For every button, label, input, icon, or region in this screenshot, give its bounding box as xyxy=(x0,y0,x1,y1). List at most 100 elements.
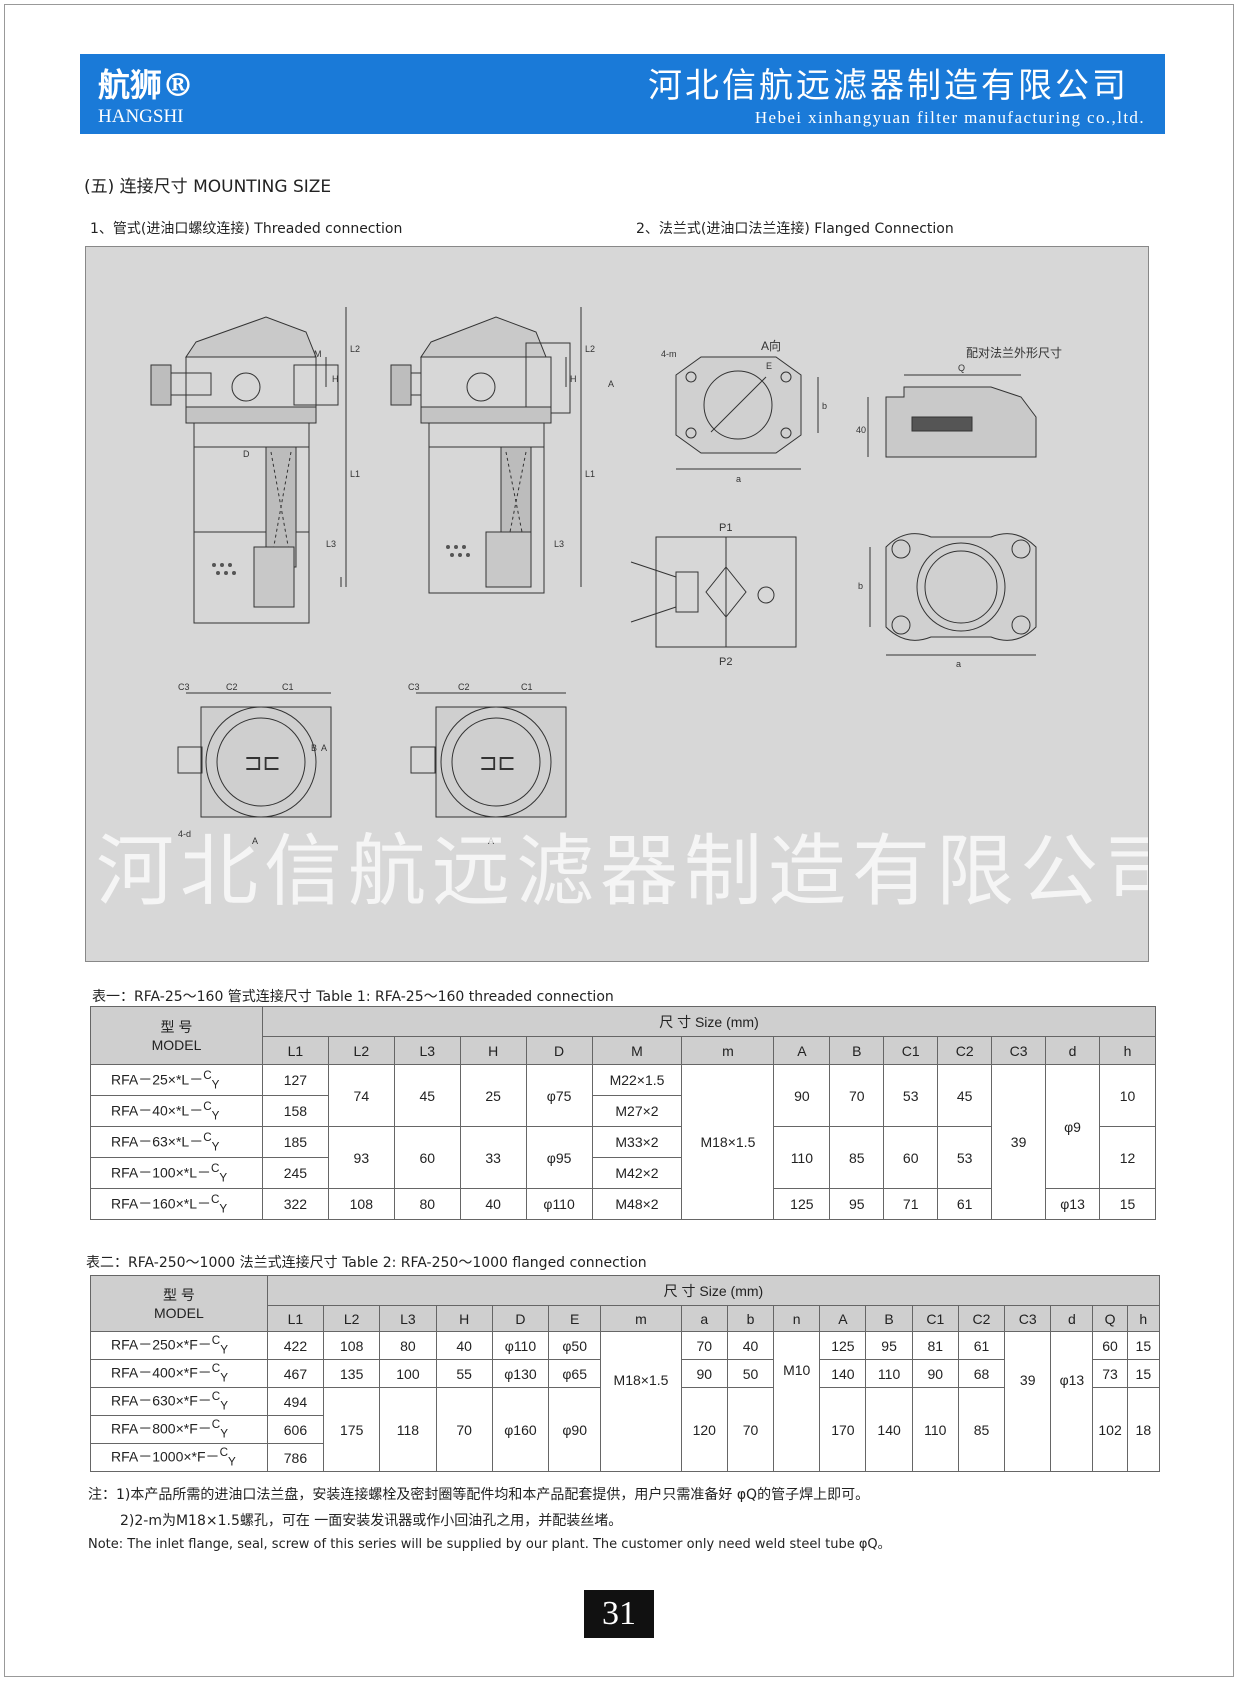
notes-cn: 注：1)本产品所需的进油口法兰盘，安装连接螺栓及密封圈等配件均和本产品配套提供，… xyxy=(88,1482,869,1534)
section-title: (五) 连接尺寸 MOUNTING SIZE xyxy=(84,177,332,197)
table-cell: 90 xyxy=(773,1064,831,1127)
table-cell: 60 xyxy=(883,1126,939,1189)
table-cell: 422 xyxy=(266,1331,325,1360)
table-cell: 10 xyxy=(1099,1064,1156,1127)
dim-l1-label: L1 xyxy=(350,469,360,479)
table-cell: φ90 xyxy=(548,1387,602,1472)
table-cell: 467 xyxy=(266,1359,325,1388)
table-cell: φ75 xyxy=(525,1064,593,1127)
page-header: 航狮® HANGSHI 河北信航远滤器制造有限公司 Hebei xinhangy… xyxy=(80,54,1165,134)
t2-model-250: RFA－250×*F－CY xyxy=(90,1331,268,1360)
dim-fb-label-2: b xyxy=(858,581,863,591)
mounting-drawing: L1 L3 M H L2 D L1 L2 H L3 xyxy=(85,246,1149,962)
t2-col-e: E xyxy=(548,1305,602,1332)
t2-col-d: D xyxy=(491,1305,550,1332)
table-cell: M42×2 xyxy=(591,1157,683,1189)
subtitle-threaded: 1、管式(进油口螺纹连接) Threaded connection xyxy=(90,221,403,237)
table-cell: 60 xyxy=(1092,1331,1128,1360)
table-cell: M18×1.5 xyxy=(681,1064,775,1220)
table-cell: 40 xyxy=(459,1188,527,1220)
table-cell: 85 xyxy=(957,1387,1006,1472)
table-cell: 70 xyxy=(435,1387,493,1472)
t1-model-100: RFA－100×*L－CY xyxy=(90,1157,263,1189)
table-cell: φ13 xyxy=(1045,1188,1100,1220)
table-cell: 15 xyxy=(1126,1331,1161,1360)
table-cell: 108 xyxy=(327,1188,395,1220)
table-cell: 245 xyxy=(261,1157,329,1189)
table-cell: φ9 xyxy=(1045,1064,1100,1189)
page-frame xyxy=(4,4,1234,1677)
brand-name-en: HANGSHI xyxy=(98,106,184,127)
table-cell: 175 xyxy=(323,1387,381,1472)
dim-l2-label: L2 xyxy=(350,344,360,354)
t1-col-h-small: h xyxy=(1099,1036,1156,1065)
table-cell: 18 xyxy=(1126,1387,1161,1472)
t1-col-c2: C2 xyxy=(937,1036,993,1065)
note-2: 2)2-m为M18×1.5螺孔，可在 一面安装发讯器或作小回油孔之用，并配装丝堵… xyxy=(120,1513,623,1529)
dim-l2-label-2: L2 xyxy=(585,344,595,354)
table-cell: 40 xyxy=(435,1331,493,1360)
table-cell: M33×2 xyxy=(591,1126,683,1158)
dim-h-label-2: H xyxy=(570,374,577,384)
t1-col-l1: L1 xyxy=(261,1036,329,1065)
table-cell: 61 xyxy=(937,1188,993,1220)
dim-4d-label: 4-d xyxy=(178,829,191,839)
svg-text:⊐⊏: ⊐⊏ xyxy=(479,750,516,775)
table-cell: 74 xyxy=(327,1064,395,1127)
table-cell: 120 xyxy=(680,1387,728,1472)
t2-col-a-small: a xyxy=(680,1305,728,1332)
table2-size-header: 尺 寸 Size (mm) xyxy=(266,1275,1161,1306)
t2-model-800: RFA－800×*F－CY xyxy=(90,1415,268,1444)
table1-caption: 表一：RFA-25～160 管式连接尺寸 Table 1: RFA-25～160… xyxy=(92,989,614,1005)
table-cell: 170 xyxy=(819,1387,867,1472)
table-cell: 50 xyxy=(726,1359,775,1388)
t1-col-m: M xyxy=(591,1036,683,1065)
table-cell: 70 xyxy=(829,1064,885,1127)
dim-l3-label-2: L3 xyxy=(554,539,564,549)
dim-a-arrow-label: A xyxy=(608,379,614,389)
company-name-cn: 河北信航远滤器制造有限公司 xyxy=(648,66,1129,106)
t2-col-q: Q xyxy=(1092,1305,1128,1332)
table-cell: 53 xyxy=(883,1064,939,1127)
table-cell: φ65 xyxy=(548,1359,602,1388)
t2-col-b-small: b xyxy=(726,1305,775,1332)
dim-e-label: E xyxy=(766,361,772,371)
a-view-label: A向 xyxy=(761,338,781,353)
t2-col-d-small: d xyxy=(1050,1305,1094,1332)
dim-fa-label: a xyxy=(736,474,741,484)
t1-model-63: RFA－63×*L－CY xyxy=(90,1126,263,1158)
drawing-svg: L1 L3 M H L2 D L1 L2 H L3 xyxy=(150,307,1062,846)
table-cell: φ110 xyxy=(525,1188,593,1220)
dim-c2-label: C2 xyxy=(226,682,238,692)
t1-col-c3: C3 xyxy=(991,1036,1047,1065)
t1-col-m-small: m xyxy=(681,1036,775,1065)
dim-a-label: A xyxy=(321,743,327,753)
table-cell: 125 xyxy=(773,1188,831,1220)
table-cell: 93 xyxy=(327,1126,395,1189)
page-number: 31 xyxy=(584,1590,654,1638)
t1-model-40: RFA－40×*L－CY xyxy=(90,1095,263,1127)
watermark-text: 河北信航远滤器制造有限公司 xyxy=(96,827,1149,917)
table-cell: 90 xyxy=(911,1359,959,1388)
dim-fa-label-2: a xyxy=(956,659,961,669)
t2-col-a: A xyxy=(819,1305,867,1332)
svg-text:⊐⊏: ⊐⊏ xyxy=(244,750,281,775)
filter-threaded-elevation: L1 L3 M H L2 D xyxy=(150,307,360,624)
table-cell: M22×1.5 xyxy=(591,1064,683,1096)
hydraulic-symbol: P1 P2 xyxy=(630,522,797,668)
table-cell: 68 xyxy=(957,1359,1006,1388)
table-cell: φ95 xyxy=(525,1126,593,1189)
mating-flange-profile: 配对法兰外形尺寸 Q 40 xyxy=(856,346,1062,458)
table-cell: 185 xyxy=(261,1126,329,1158)
table-cell: 786 xyxy=(266,1443,325,1472)
table-cell: M18×1.5 xyxy=(600,1331,682,1472)
table-cell: 55 xyxy=(435,1359,493,1388)
t1-model-160: RFA－160×*L－CY xyxy=(90,1188,263,1220)
t1-col-b: B xyxy=(829,1036,885,1065)
mating-flange-label: 配对法兰外形尺寸 xyxy=(966,346,1062,360)
table-cell: 95 xyxy=(829,1188,885,1220)
table-cell: φ160 xyxy=(491,1387,550,1472)
table-cell: M48×2 xyxy=(591,1188,683,1220)
